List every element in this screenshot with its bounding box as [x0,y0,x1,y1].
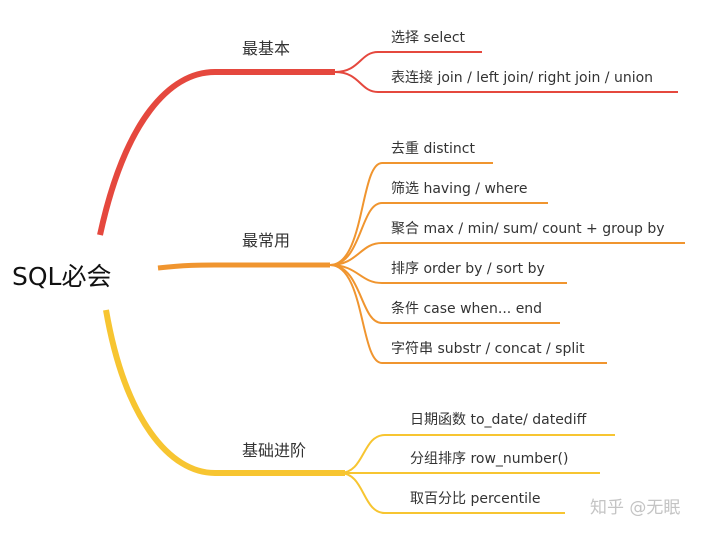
leaf-connector [334,51,482,73]
branch-advanced: 基础进阶 日期函数 to_date/ datediff 分组排序 row_num… [103,309,615,514]
branch-label-basic[interactable]: 最基本 [242,39,290,58]
branch-common-connector [157,262,330,271]
root-node[interactable]: SQL必会 [12,262,111,291]
leaf-distinct[interactable]: 去重 distinct [391,141,475,157]
leaf-select[interactable]: 选择 select [391,30,466,46]
leaf-order[interactable]: 排序 order by / sort by [391,261,545,277]
leaf-having[interactable]: 筛选 having / where [391,181,527,197]
watermark: 知乎 @无眠 [590,498,680,518]
branch-basic: 最基本 选择 select 表连接 join / left join/ righ… [97,30,678,236]
leaf-percentile[interactable]: 取百分比 percentile [410,491,540,507]
leaf-aggregate[interactable]: 聚合 max / min/ sum/ count + group by [391,221,665,237]
branch-common: 最常用 去重 distinct 筛选 having / where 聚合 max… [157,141,685,364]
branch-advanced-connector [103,309,345,476]
leaf-string[interactable]: 字符串 substr / concat / split [391,341,585,357]
leaf-row-number[interactable]: 分组排序 row_number() [410,451,568,467]
branch-basic-connector [97,69,335,236]
leaf-join[interactable]: 表连接 join / left join/ right join / union [391,69,653,86]
leaf-date[interactable]: 日期函数 to_date/ datediff [410,412,587,428]
leaf-case[interactable]: 条件 case when... end [391,300,542,317]
branch-label-advanced[interactable]: 基础进阶 [242,441,306,460]
branch-label-common[interactable]: 最常用 [242,231,290,250]
leaf-connector [334,71,678,93]
